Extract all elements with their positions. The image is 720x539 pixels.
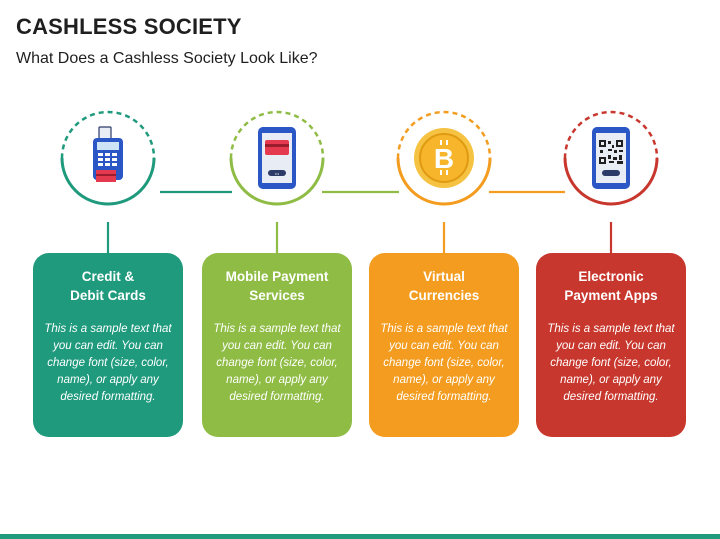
card-title: Electronic Payment Apps [564, 269, 658, 303]
circle-mobile-payment [229, 110, 325, 206]
circle-virtual-currencies [396, 110, 492, 206]
card-text: This is a sample text that you can edit.… [547, 323, 675, 403]
card-virtual-currencies: Virtual Currencies This is a sample text… [369, 253, 519, 437]
mobile-payment-icon: ••• [258, 127, 296, 189]
card-title: Virtual Currencies [408, 269, 480, 303]
circle-credit-cards [60, 110, 156, 206]
card-credit-debit: Credit & Debit Cards This is a sample te… [33, 253, 183, 437]
card-text: This is a sample text that you can edit.… [380, 323, 508, 403]
card-text: This is a sample text that you can edit.… [213, 323, 341, 403]
page-subtitle: What Does a Cashless Society Look Like? [16, 50, 318, 67]
circle-electronic-apps [563, 110, 659, 206]
page-title: CASHLESS SOCIETY [16, 14, 242, 39]
connector-lines [106, 190, 613, 253]
bitcoin-icon: B [414, 128, 474, 188]
card-mobile-payment: Mobile Payment Services This is a sample… [202, 253, 352, 437]
card-title: Credit & Debit Cards [70, 269, 146, 303]
card-text: This is a sample text that you can edit.… [44, 323, 172, 403]
card-electronic-payment-apps: Electronic Payment Apps This is a sample… [536, 253, 686, 437]
card-title: Mobile Payment Services [225, 269, 329, 303]
card-terminal-icon [93, 126, 123, 182]
svg-text:•••: ••• [275, 171, 280, 176]
bitcoin-symbol: B [434, 143, 454, 174]
qr-code-phone-icon [592, 127, 630, 189]
bottom-accent-bar [0, 534, 720, 539]
